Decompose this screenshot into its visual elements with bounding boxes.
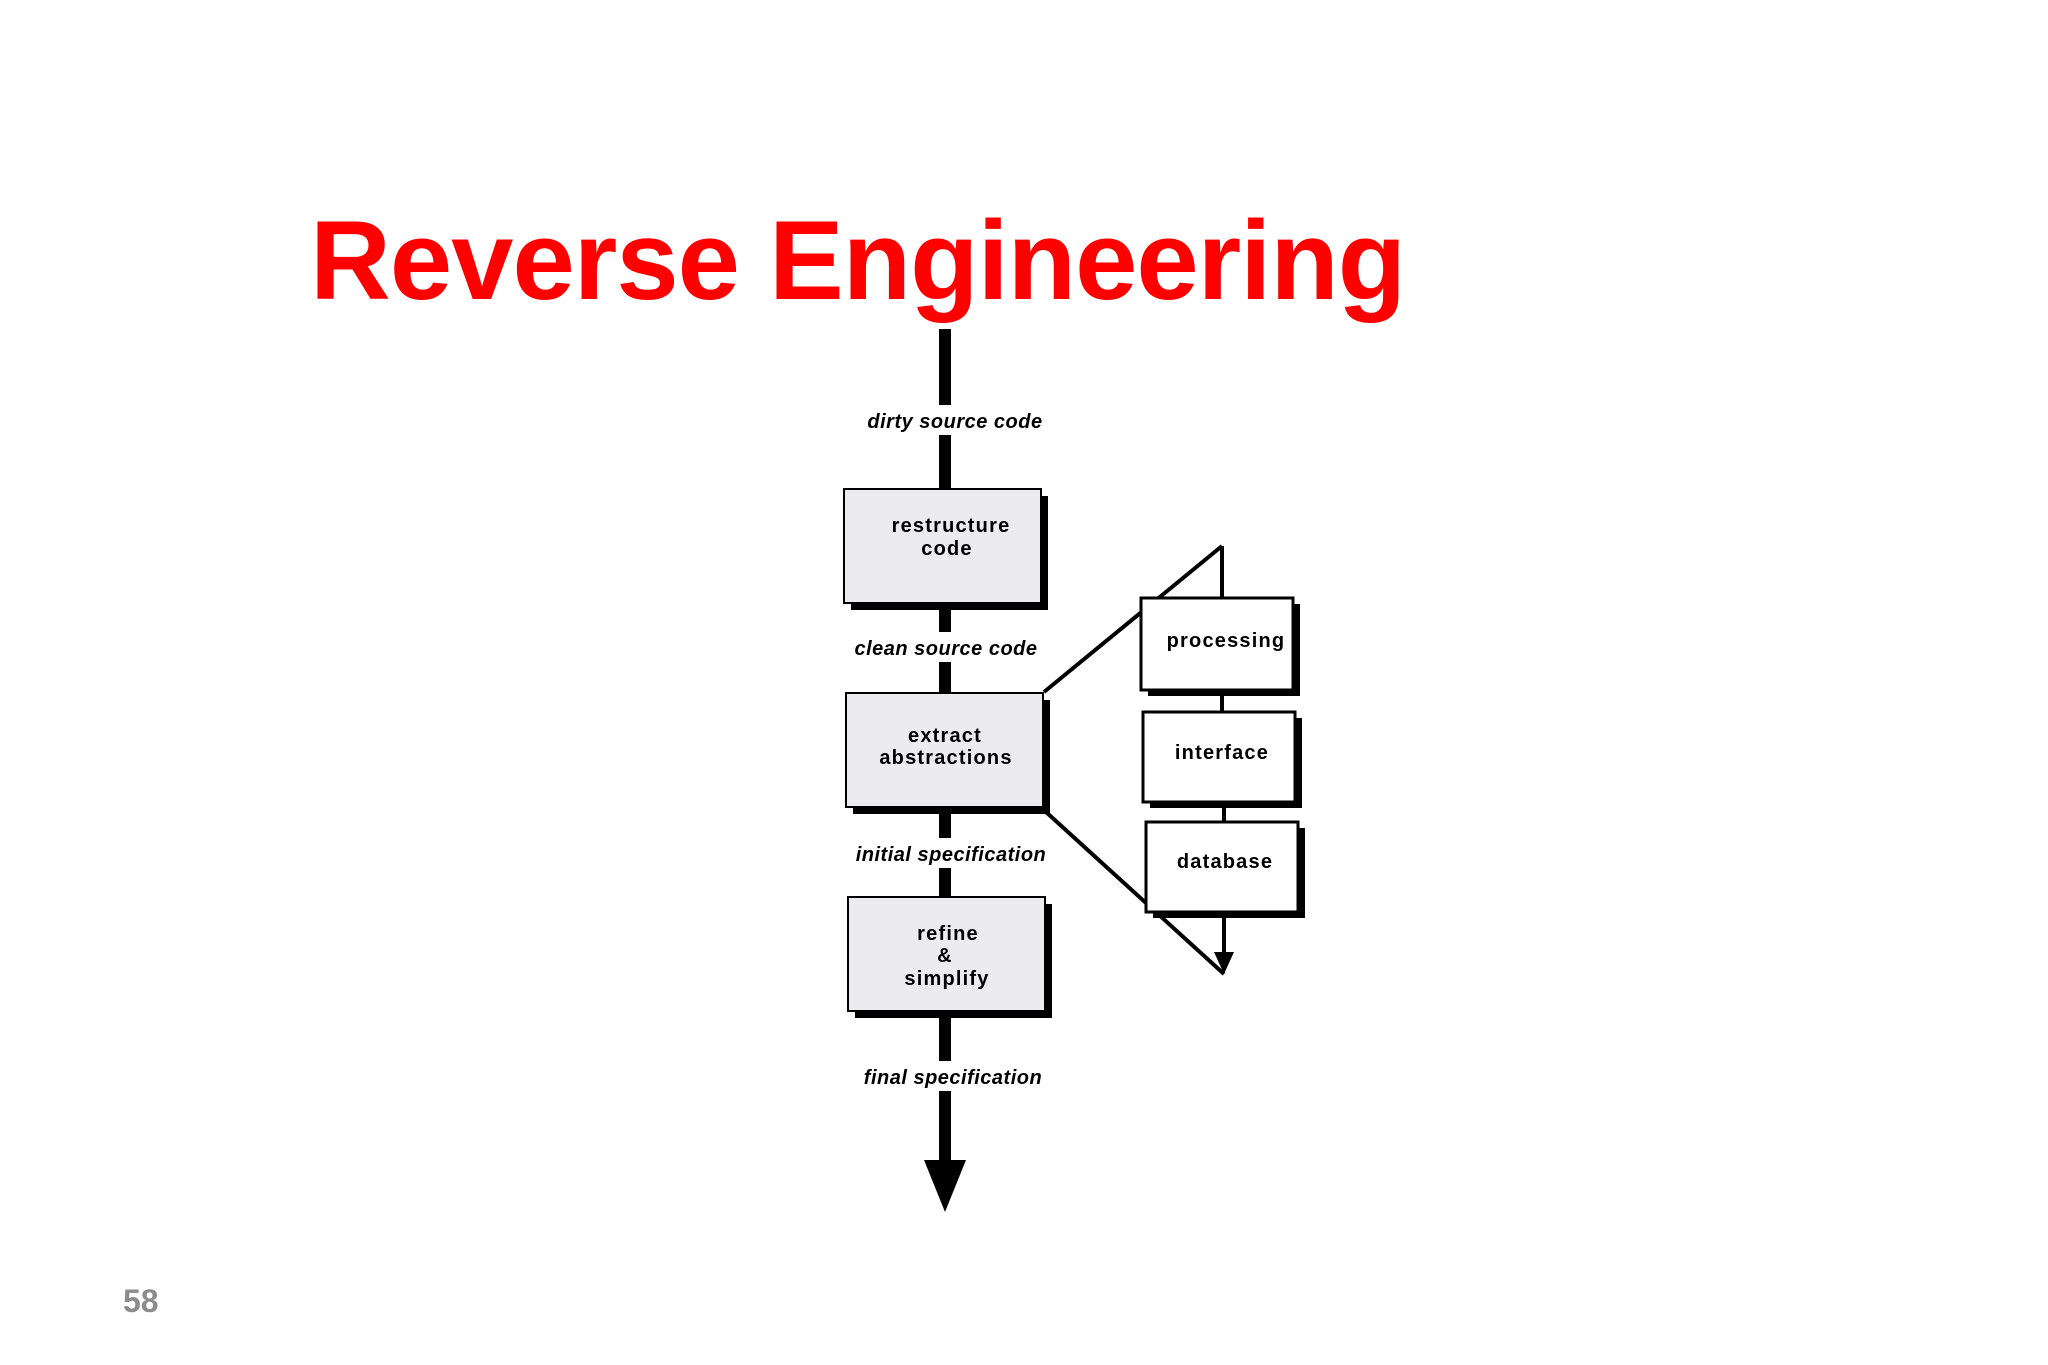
box-body <box>1144 820 1300 914</box>
label-bg-clean <box>838 632 1058 662</box>
flow-label-final-specification: final specification <box>864 1067 1042 1089</box>
process-box-extract-abstractions: extract abstractions <box>845 692 1050 814</box>
box-label: processing <box>1167 630 1286 652</box>
box-label: database <box>1177 851 1273 873</box>
box-body <box>847 896 1046 1012</box>
box-label-line-1: restructure <box>892 515 1011 537</box>
box-body <box>845 692 1044 808</box>
abstraction-box-database: database <box>1144 820 1305 918</box>
box-label-line-2: abstractions <box>879 747 1012 769</box>
box-label-line-3: simplify <box>904 968 989 990</box>
box-body <box>1141 710 1297 804</box>
abstraction-connector-upper <box>1042 544 1224 694</box>
abstraction-loop-arrowhead <box>1214 952 1234 974</box>
box-label: interface <box>1175 742 1269 764</box>
label-bg-final <box>846 1061 1058 1091</box>
page-number: 58 <box>123 1283 159 1319</box>
box-body <box>1139 596 1295 692</box>
box-label-line-1: extract <box>908 725 982 747</box>
box-label-line-2: & <box>937 945 953 967</box>
label-bg-initial <box>840 838 1066 868</box>
slide-title: Reverse Engineering <box>310 198 1406 323</box>
flow-label-initial-specification: initial specification <box>856 844 1047 866</box>
main-flow-arrowhead <box>924 1160 966 1212</box>
box-body <box>843 488 1042 604</box>
abstraction-box-interface: interface <box>1141 710 1302 808</box>
abstraction-connector-lower <box>1044 810 1226 976</box>
box-label-line-2: code <box>921 538 972 560</box>
box-label-line-1: refine <box>917 923 979 945</box>
process-box-refine-simplify: refine & simplify <box>847 896 1052 1018</box>
flow-label-clean-source-code: clean source code <box>854 638 1037 660</box>
flow-label-dirty-source-code: dirty source code <box>867 411 1042 433</box>
label-bg-dirty <box>850 405 1060 435</box>
abstraction-box-processing: processing <box>1139 596 1300 696</box>
process-box-restructure-code: restructure code <box>843 488 1048 610</box>
